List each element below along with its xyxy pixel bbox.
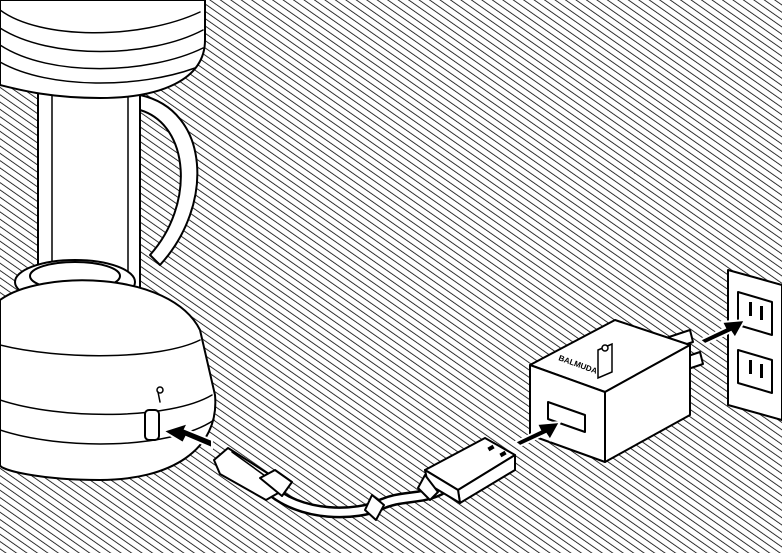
adapter-usb-port: [547, 401, 586, 433]
led-indicator-icon: [156, 386, 164, 394]
insert-arrow-outlet-icon: [698, 318, 747, 346]
wall-outlet-icon: [727, 269, 782, 421]
lantern: [0, 0, 217, 481]
usb-cable: [259, 479, 446, 521]
insert-arrow-adapter-icon: [513, 420, 562, 448]
usb-c-connector-icon: [213, 447, 293, 501]
lantern-usb-port: [144, 409, 160, 441]
insert-arrow-lantern-icon: [160, 421, 213, 450]
usb-a-connector-icon: [417, 437, 516, 504]
balmuda-lantern-logo-icon: [597, 342, 613, 380]
